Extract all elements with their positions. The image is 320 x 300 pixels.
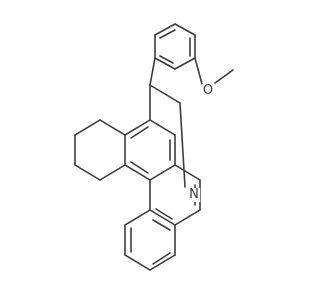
- aryl-bond: [149, 57, 156, 86]
- pyridine-ring: [124, 84, 186, 188]
- oxygen-atom-label: O: [201, 83, 215, 98]
- molecule-canvas: N O: [74, 23, 234, 271]
- methoxyphenyl-ring: [154, 23, 196, 70]
- molecule-structure: [74, 23, 234, 271]
- methoxy-group: [194, 57, 234, 85]
- cyclohexane-ring: [74, 119, 126, 181]
- nitrogen-atom-label: N: [188, 187, 200, 202]
- naphthalene-outer-ring: [124, 209, 176, 271]
